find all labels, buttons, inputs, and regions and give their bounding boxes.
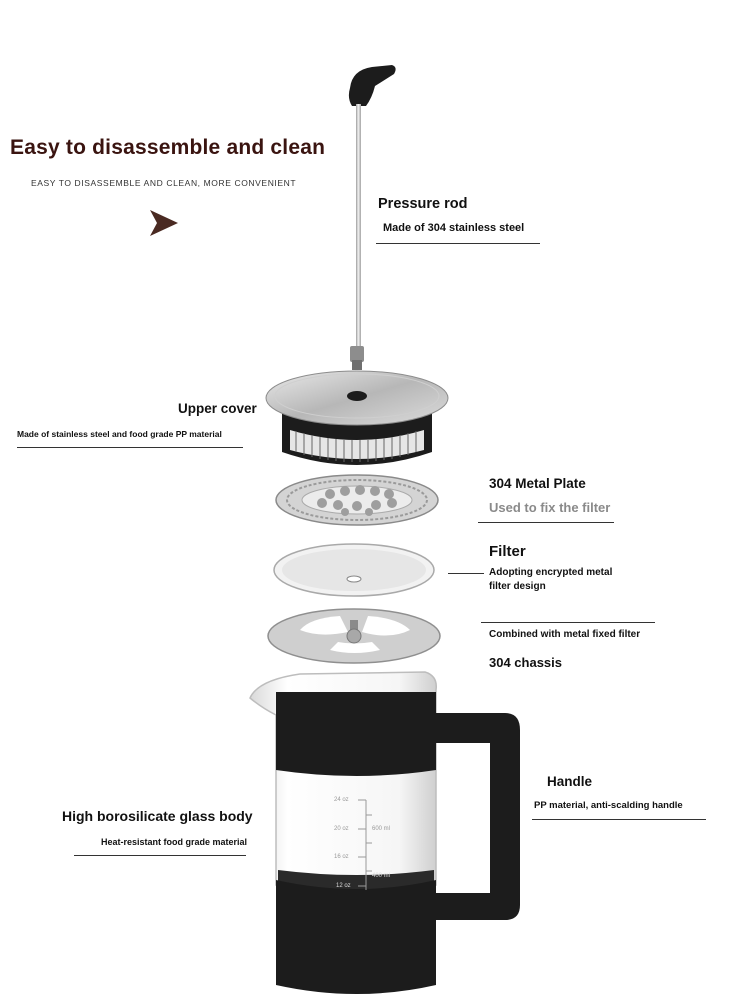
- upper-cover-desc: Made of stainless steel and food grade P…: [17, 429, 222, 439]
- glass-body-title: High borosilicate glass body: [62, 808, 253, 824]
- filter-desc-line1: Adopting encrypted metal: [489, 567, 613, 578]
- filter-mesh: [273, 543, 435, 597]
- upper-cover: [265, 370, 449, 465]
- scale-mark-12oz: 12 oz: [336, 883, 351, 889]
- page-title: Easy to disassemble and clean: [10, 136, 326, 159]
- pressure-rod-desc: Made of 304 stainless steel: [383, 222, 525, 234]
- scale-mark-24oz: 24 oz: [334, 797, 349, 803]
- scale-mark-16oz: 16 oz: [334, 854, 349, 860]
- divider-line: [376, 243, 540, 244]
- glass-carafe: [249, 671, 520, 994]
- metal-plate-title: 304 Metal Plate: [489, 476, 586, 491]
- divider-line: [17, 447, 243, 448]
- divider-line: [481, 622, 655, 623]
- chassis-desc: Combined with metal fixed filter: [489, 629, 641, 640]
- divider-line: [74, 855, 246, 856]
- right-pointing-arrowhead-icon: [150, 210, 178, 236]
- metal-plate-desc: Used to fix the filter: [489, 500, 611, 515]
- chassis-plate: [267, 608, 441, 664]
- metal-plate: [275, 474, 439, 526]
- glass-body-desc: Heat-resistant food grade material: [101, 837, 248, 847]
- pressure-rod-title: Pressure rod: [378, 196, 468, 212]
- scale-mark-400ml: 400 ml: [372, 873, 391, 879]
- scale-mark-20oz: 20 oz: [334, 826, 349, 832]
- page-subtitle: EASY TO DISASSEMBLE AND CLEAN, MORE CONV…: [31, 178, 297, 188]
- divider-line: [532, 819, 706, 820]
- chassis-title: 304 chassis: [489, 655, 563, 670]
- handle-desc: PP material, anti-scalding handle: [534, 800, 683, 811]
- divider-line: [448, 573, 484, 574]
- handle-title: Handle: [547, 774, 593, 789]
- filter-title: Filter: [489, 543, 526, 560]
- scale-mark-600ml: 600 ml: [372, 826, 391, 832]
- pressure-rod: [348, 65, 396, 370]
- filter-desc-line2: filter design: [489, 581, 546, 592]
- divider-line: [478, 522, 614, 523]
- upper-cover-title: Upper cover: [178, 401, 257, 416]
